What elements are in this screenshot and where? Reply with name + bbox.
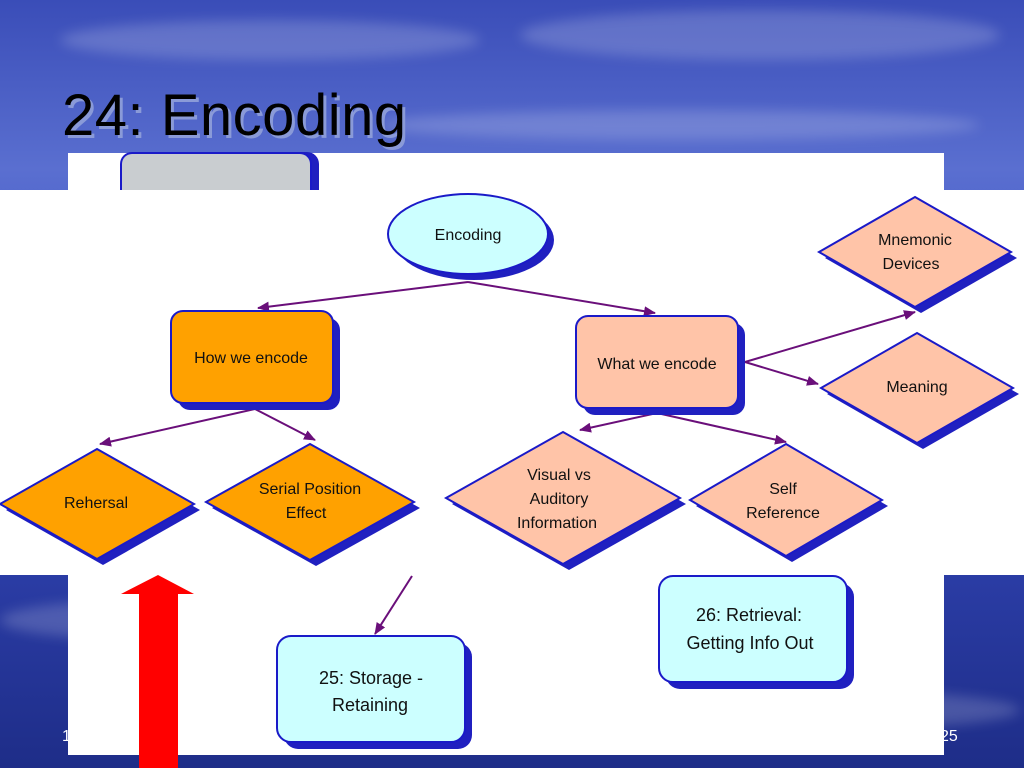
footer-date: 1 <box>62 728 71 745</box>
arrow-encoding-to-how <box>257 281 469 312</box>
arrow-how-to-serial <box>254 408 316 441</box>
node-storage-line2: Retaining <box>332 695 408 715</box>
node-how-we-encode: How we encode <box>170 310 340 410</box>
node-storage: 25: Storage - Retaining <box>276 635 472 749</box>
cloud-streak <box>380 110 980 140</box>
node-encoding: Encoding <box>387 193 554 280</box>
node-meaning-label: Meaning <box>886 379 947 396</box>
node-self-line2: Reference <box>746 505 820 522</box>
node-encoding-label: Encoding <box>435 227 502 244</box>
node-self-reference: Self Reference <box>688 442 888 562</box>
node-visual-vs-auditory: Visual vs Auditory Information <box>443 430 686 570</box>
arrow-what-to-self <box>656 412 787 445</box>
node-meaning: Meaning <box>818 331 1019 449</box>
cloud-streak <box>520 10 1000 60</box>
node-rehersal-label: Rehersal <box>64 495 128 512</box>
node-retrieval-line1: 26: Retrieval: <box>696 605 802 625</box>
node-what-label: What we encode <box>597 356 716 373</box>
arrow-encoding-to-what <box>467 281 656 317</box>
cloud-streak <box>60 20 480 60</box>
arrow-how-to-rehearsal <box>99 408 256 447</box>
arrow-what-to-meaning <box>744 361 819 386</box>
node-mnemonic-line1: Mnemonic <box>878 232 952 249</box>
arrow-what-to-mnemonic <box>744 310 916 363</box>
node-visual-line3: Information <box>517 515 597 532</box>
slide-number: 25 <box>940 728 958 745</box>
node-what-we-encode: What we encode <box>575 315 745 415</box>
node-serial-line1: Serial Position <box>259 481 361 498</box>
arrow-to-storage <box>374 575 413 635</box>
node-visual-line2: Auditory <box>530 491 589 508</box>
node-retrieval: 26: Retrieval: Getting Info Out <box>658 575 854 689</box>
node-serial-line2: Effect <box>286 505 327 522</box>
node-serial-position-effect: Serial Position Effect <box>203 442 420 566</box>
node-mnemonic-devices: Mnemonic Devices <box>816 195 1017 313</box>
node-visual-line1: Visual vs <box>527 467 591 484</box>
slide-title: 24: Encoding <box>62 83 407 148</box>
node-how-label: How we encode <box>194 350 308 367</box>
node-self-line1: Self <box>769 481 797 498</box>
node-mnemonic-line2: Devices <box>883 256 940 273</box>
node-storage-line1: 25: Storage - <box>319 668 423 688</box>
node-retrieval-line2: Getting Info Out <box>686 633 813 653</box>
red-up-arrow <box>121 575 194 768</box>
arrow-what-to-visual <box>579 412 658 433</box>
node-rehersal: Rehersal <box>0 447 200 565</box>
